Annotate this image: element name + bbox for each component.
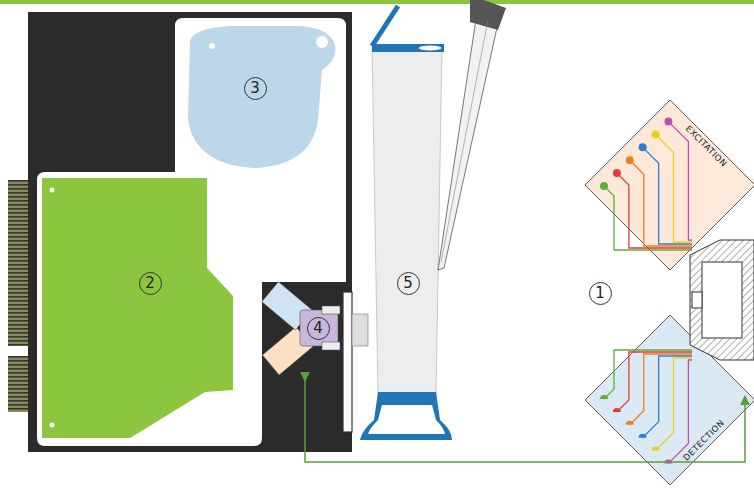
tube-lid xyxy=(372,6,398,46)
callout-circle: 5 xyxy=(397,272,420,295)
link-arrow xyxy=(305,380,745,462)
callout-number: 1 xyxy=(595,286,605,301)
callout-number: 4 xyxy=(313,321,323,336)
optical-block xyxy=(585,100,754,485)
edge-connector xyxy=(8,180,28,346)
mounting-plate xyxy=(343,292,352,432)
optical-module xyxy=(300,310,338,346)
tube-base xyxy=(360,392,452,440)
callout-circle: 3 xyxy=(244,77,267,100)
header-bar xyxy=(0,0,754,4)
edge-connector xyxy=(8,356,28,412)
callout-number: 3 xyxy=(250,81,260,96)
sample-tube xyxy=(372,48,442,395)
pipette-tip xyxy=(438,6,500,270)
callout-circle: 2 xyxy=(139,272,162,295)
circuit-board xyxy=(42,178,233,438)
callout-number: 2 xyxy=(145,276,155,291)
housing-cavity xyxy=(37,18,346,446)
callout-number: 5 xyxy=(403,276,413,291)
callout-circle: 4 xyxy=(307,317,330,340)
callout-circle: 1 xyxy=(589,282,612,305)
fan xyxy=(188,26,335,168)
housing xyxy=(28,12,352,452)
